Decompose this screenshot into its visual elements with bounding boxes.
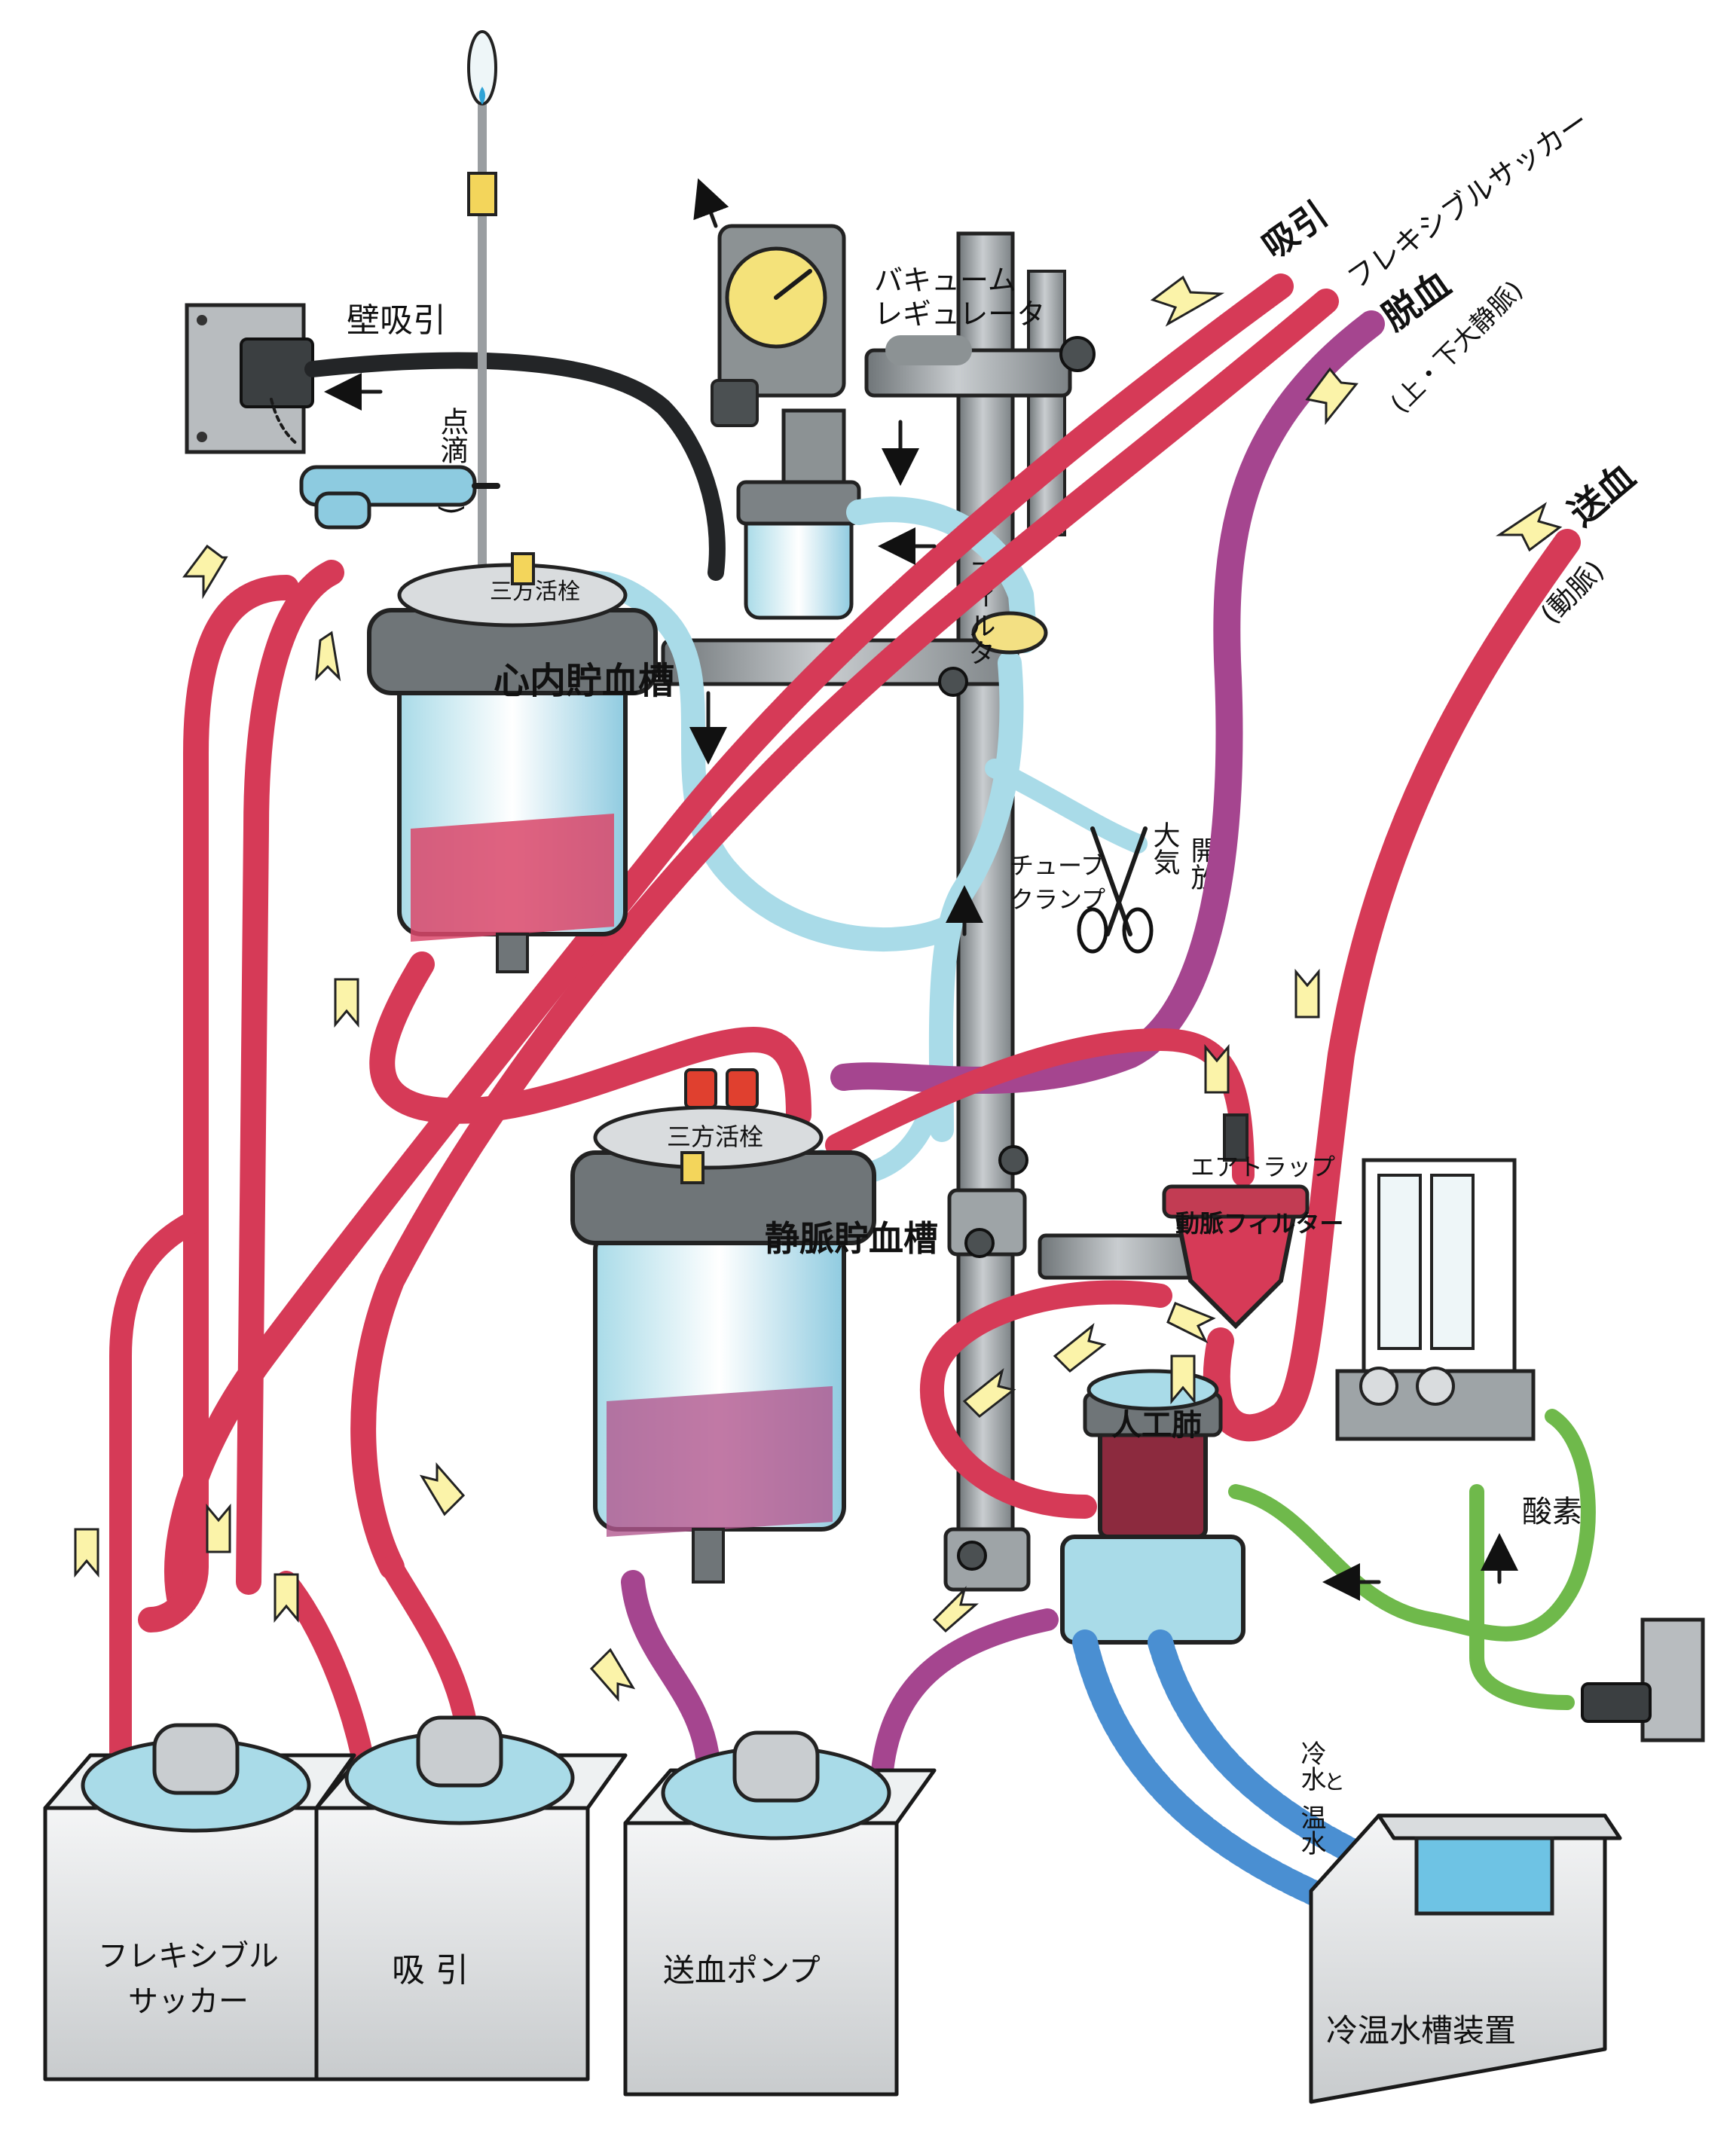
syringe bbox=[299, 465, 500, 530]
artificial-lung bbox=[1060, 1369, 1245, 1645]
air-trap-label: エアトラップ bbox=[1190, 1153, 1335, 1181]
venous-reservoir-label: 静脈貯血槽 bbox=[765, 1218, 938, 1259]
pump-arterial[interactable] bbox=[623, 1730, 937, 2097]
vacuum-regulator[interactable] bbox=[711, 224, 972, 488]
flow-arrow-icon bbox=[1170, 1355, 1196, 1405]
flow-arrow-icon bbox=[274, 1573, 299, 1623]
arterial-filter-label: 動脈フィルター bbox=[1175, 1209, 1343, 1238]
knob-icon[interactable] bbox=[964, 1228, 995, 1258]
pump-arterial-label: 送血ポンプ bbox=[663, 1952, 821, 1989]
stopcock-icon[interactable] bbox=[511, 552, 535, 585]
vacuum-regulator-label-2: レギュレータ bbox=[874, 298, 1045, 331]
cold-warm-water-label-3: 温水 bbox=[1296, 1804, 1326, 1855]
oxygen-flowmeter[interactable] bbox=[1335, 1158, 1536, 1441]
water-unit-label: 冷温水槽装置 bbox=[1326, 2012, 1516, 2049]
oxygen-line bbox=[1228, 1409, 1596, 1642]
flow-arrow-icon bbox=[1053, 1323, 1107, 1373]
flow-arrow-icon bbox=[1204, 1043, 1230, 1094]
direction-arrows bbox=[689, 178, 1518, 1601]
wall-suction-outlet bbox=[185, 303, 314, 454]
tube-clamp-icon[interactable] bbox=[1077, 826, 1154, 954]
flow-arrow-icon bbox=[962, 1368, 1016, 1418]
stopcock-icon[interactable] bbox=[680, 1151, 704, 1184]
flow-arrow-icon bbox=[419, 1462, 466, 1516]
flow-arrow-icon bbox=[1294, 968, 1320, 1019]
pump-flexible-sucker-label-1: フレキシブル bbox=[98, 1939, 279, 1974]
flow-arrow-icon bbox=[1305, 367, 1359, 426]
vacuum-regulator-label-1: バキューム bbox=[874, 264, 1016, 297]
water-hose-blue bbox=[1148, 1629, 1369, 1866]
suction-line-label: 吸引 bbox=[1255, 194, 1334, 267]
oxygen-label: 酸素 bbox=[1522, 1495, 1582, 1529]
artificial-lung-label: 人工肺 bbox=[1111, 1408, 1202, 1443]
flow-arrow-icon bbox=[1166, 1302, 1216, 1344]
flow-arrows bbox=[74, 275, 1563, 1702]
pump-flexible-sucker-label-2: サッカー bbox=[128, 1984, 249, 2019]
oxygen-wall-outlet bbox=[1581, 1617, 1705, 1742]
flexible-sucker-line-label: フレキシブルサッカー bbox=[1341, 104, 1595, 295]
knob-icon[interactable] bbox=[1059, 336, 1096, 372]
cardiotomy-reservoir bbox=[367, 563, 658, 973]
flow-arrow-icon bbox=[693, 178, 729, 228]
venous-reservoir bbox=[570, 1068, 876, 1584]
cold-warm-water-label-2: と bbox=[1324, 1770, 1345, 1794]
oxygen-supply-line bbox=[1469, 1484, 1575, 1710]
tube-clamp-label-1: チューブ bbox=[1010, 851, 1105, 880]
arterial-filter bbox=[1162, 1113, 1310, 1330]
inline-filter bbox=[971, 611, 1048, 655]
wall-suction-label: 壁吸引 bbox=[347, 301, 446, 340]
drip-line bbox=[467, 30, 497, 615]
three-way-stopcock-label: 三方活栓 bbox=[667, 1122, 763, 1151]
tube-clamp-label-2: クランプ bbox=[1010, 885, 1105, 914]
flow-arrow-icon bbox=[182, 544, 228, 600]
pump-flexible-sucker[interactable] bbox=[43, 1723, 356, 2081]
knob-icon[interactable] bbox=[998, 1145, 1028, 1175]
flow-arrow-icon bbox=[1496, 502, 1563, 552]
water-hose-red bbox=[1072, 1629, 1339, 1911]
flow-arrow-icon bbox=[932, 1586, 979, 1633]
wall-suction-hose bbox=[304, 352, 726, 581]
arterial-return-label: 送血 bbox=[1561, 456, 1644, 535]
atmosphere-open-label-1: 大気 bbox=[1149, 821, 1180, 875]
flow-arrow-icon bbox=[1150, 275, 1225, 327]
flow-arrow-icon bbox=[206, 1503, 231, 1553]
knob-icon[interactable] bbox=[938, 667, 968, 697]
cardiotomy-reservoir-label: 心内貯血槽 bbox=[494, 660, 674, 702]
flow-arrow-icon bbox=[74, 1528, 99, 1578]
vacuum-trap-canister bbox=[736, 480, 861, 620]
flow-arrow-icon bbox=[334, 978, 359, 1028]
pump-suction-label: 吸 引 bbox=[392, 1951, 469, 1990]
cold-warm-water-unit[interactable] bbox=[1309, 1813, 1622, 2104]
flow-arrow-icon bbox=[589, 1648, 636, 1702]
flow-arrow-icon bbox=[315, 631, 341, 682]
knob-icon[interactable] bbox=[957, 1541, 987, 1571]
cold-warm-water-label-1: 冷水 bbox=[1296, 1740, 1326, 1791]
pump-suction[interactable] bbox=[314, 1715, 628, 2081]
